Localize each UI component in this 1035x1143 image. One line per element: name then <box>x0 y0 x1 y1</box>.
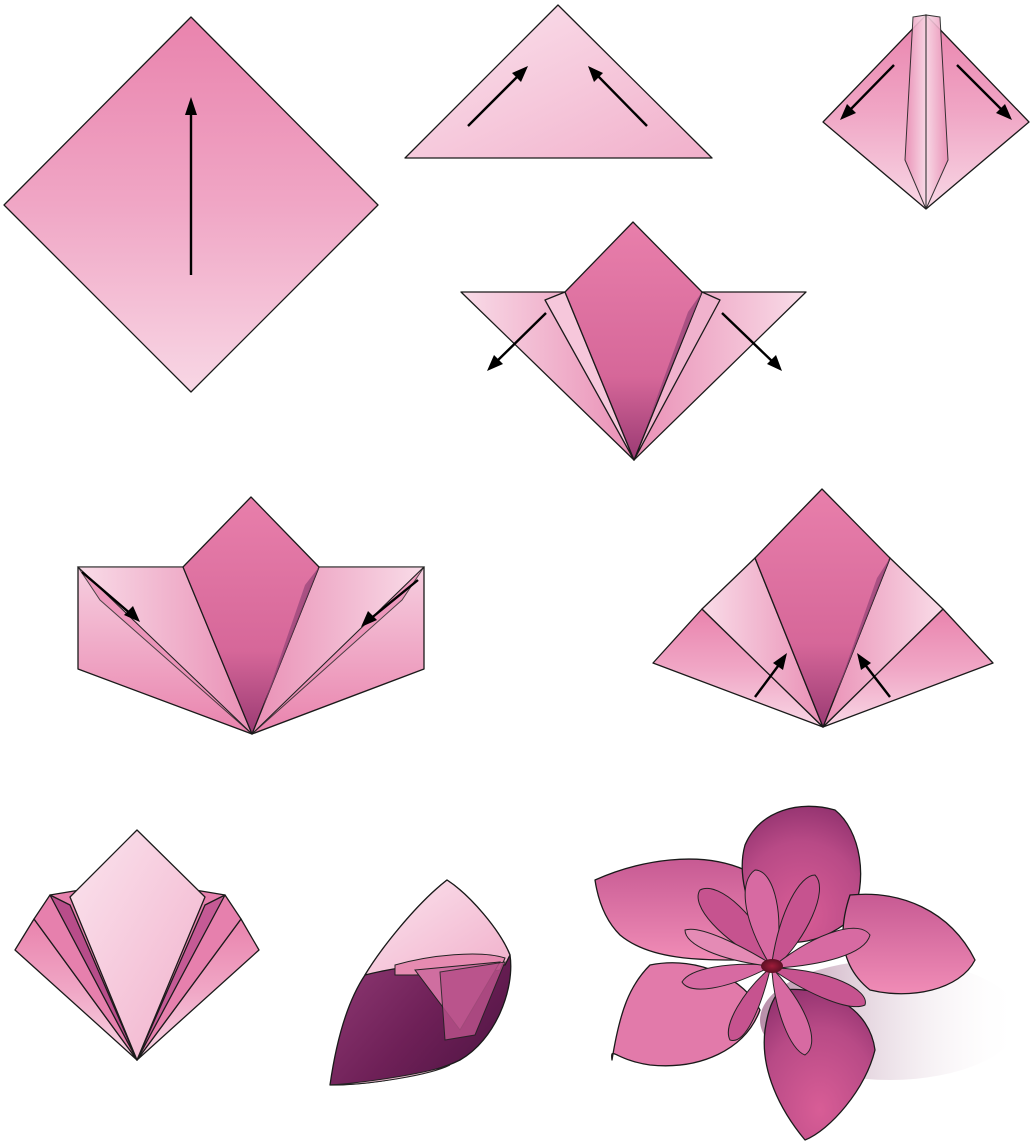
step-3-small-diamond <box>823 15 1029 209</box>
step-7-petal-unit <box>15 830 259 1060</box>
flower-center <box>761 959 783 973</box>
step-6-kite-folded <box>653 489 993 727</box>
step-5-squash-flat <box>78 497 424 734</box>
step-2-triangle <box>405 5 712 158</box>
step-4-squash-open <box>461 222 806 460</box>
step-9-finished-flower <box>595 806 1020 1140</box>
step-1-square-diamond <box>4 17 378 392</box>
step-8-petal-cone <box>330 880 511 1085</box>
